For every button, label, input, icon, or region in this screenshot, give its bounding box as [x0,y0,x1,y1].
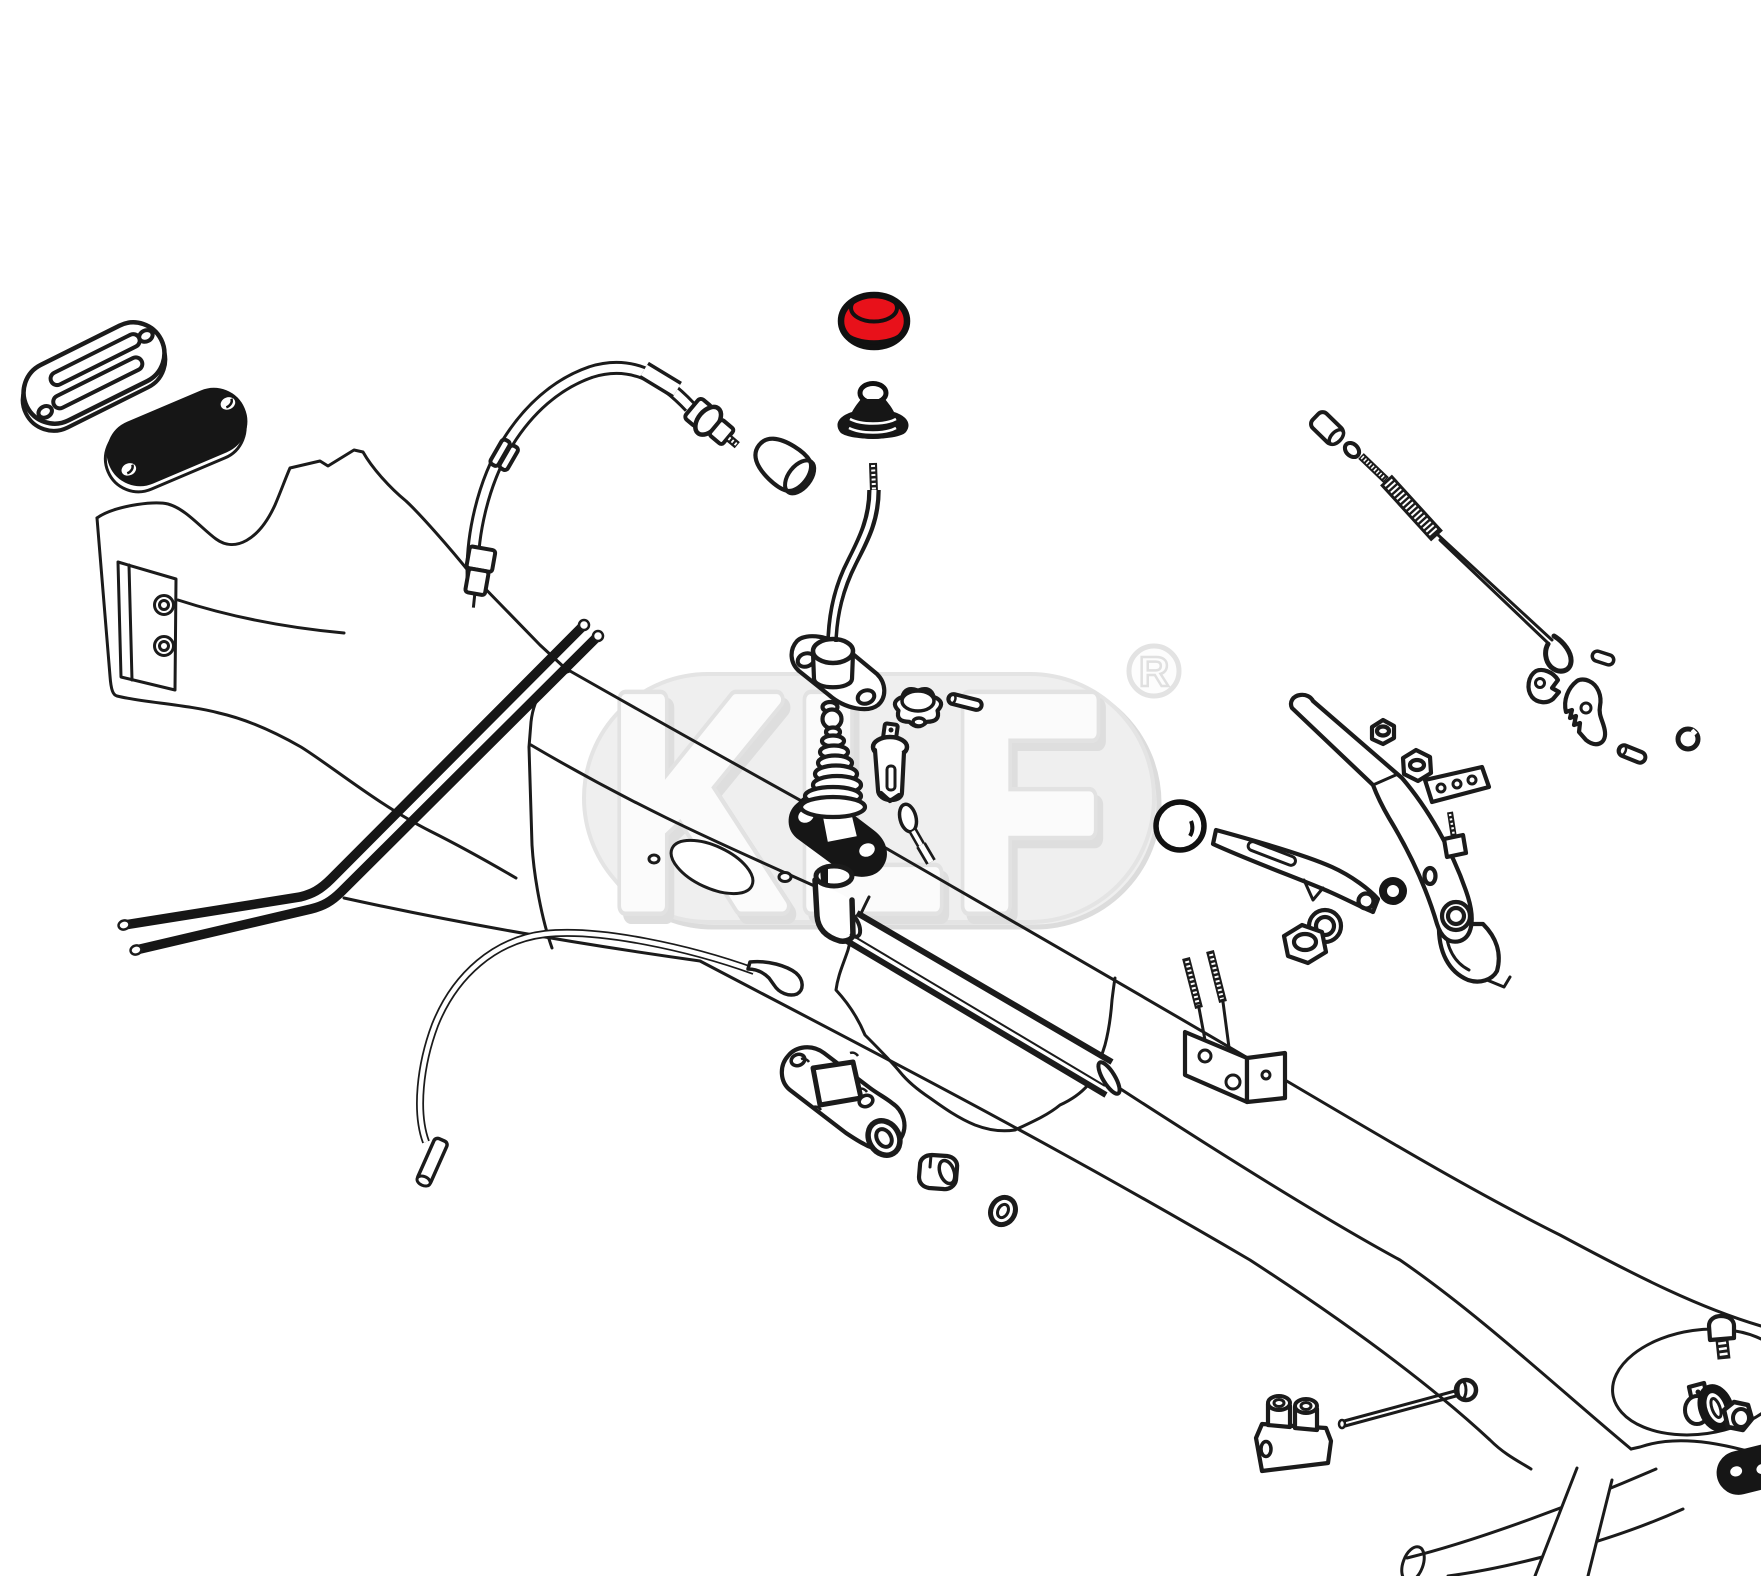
svg-text:R: R [1139,648,1169,695]
